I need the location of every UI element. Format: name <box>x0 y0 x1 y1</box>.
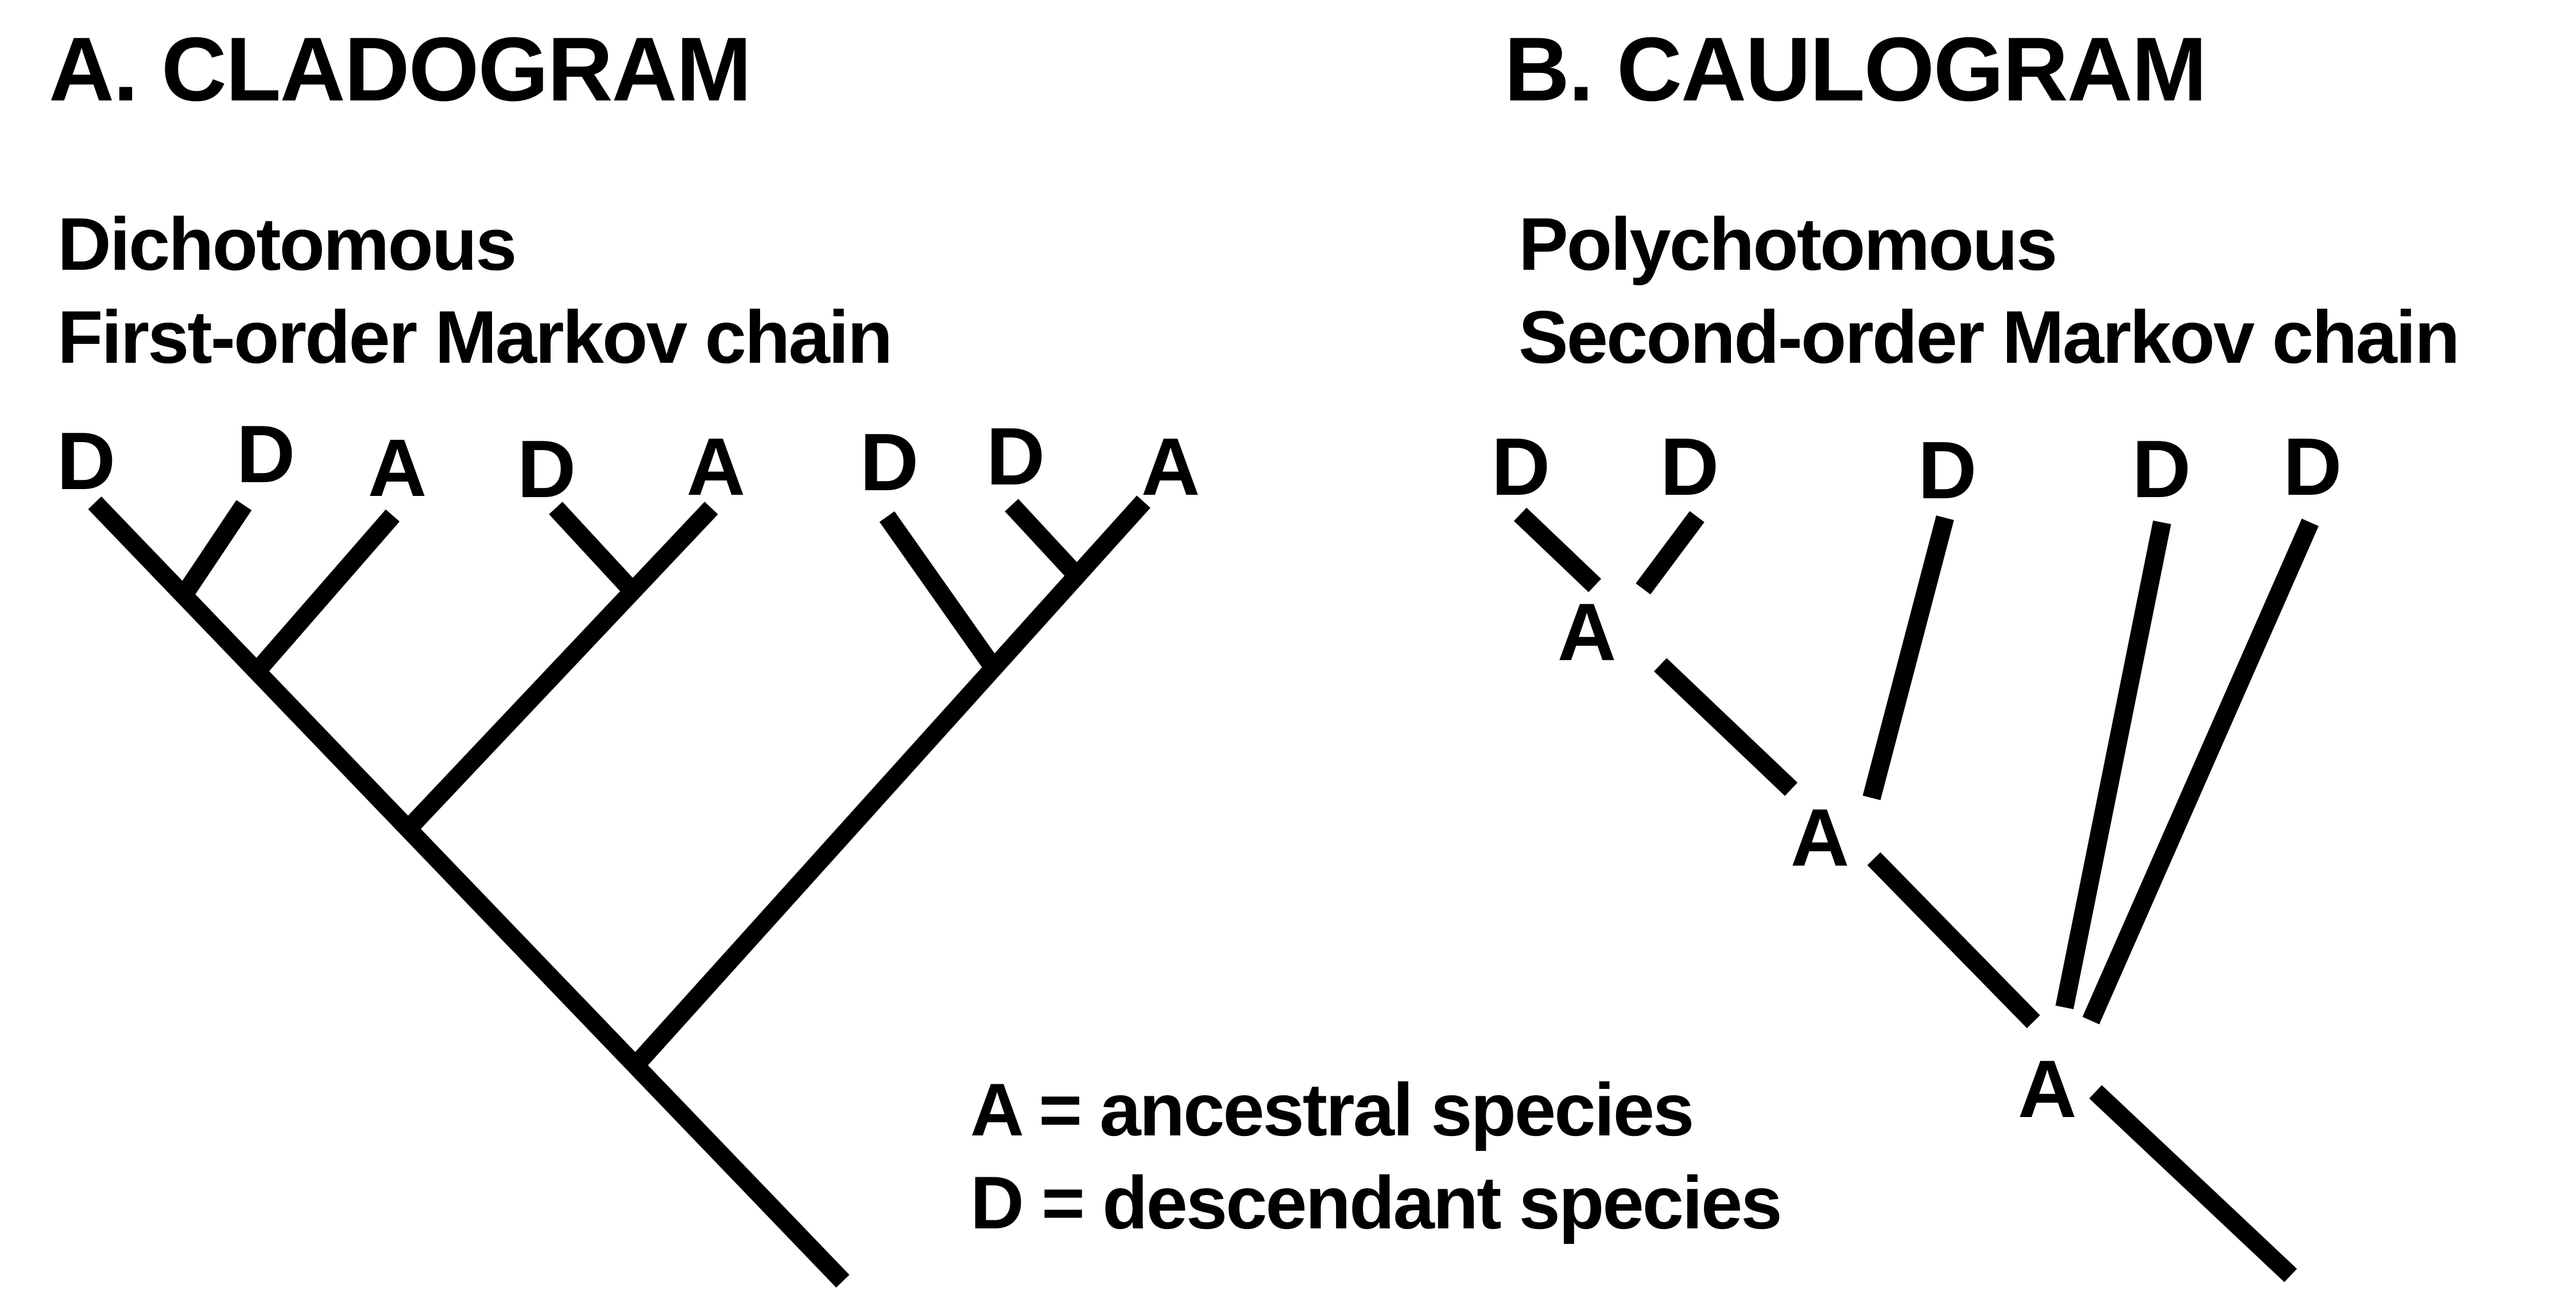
caulogram-subtitle-line1: Polychotomous <box>1519 202 2056 286</box>
cladogram-branch-leaf6 <box>879 511 1002 674</box>
leaf-label: D <box>2132 424 2191 515</box>
legend-line-ancestral: A = ancestral species <box>970 1068 1692 1151</box>
legend-line-descendant: D = descendant species <box>970 1161 1781 1244</box>
caulogram-title: B. CAULOGRAM <box>1504 19 2206 120</box>
caulogram-stem-a2-a3 <box>1867 852 2040 1029</box>
internal-node-label: A <box>1558 587 1617 678</box>
leaf-label: A <box>1141 421 1200 513</box>
legend: A = ancestral species D = descendant spe… <box>970 1068 1783 1244</box>
cladogram-clade1-stem <box>401 502 718 835</box>
cladogram-branch-leaf7 <box>1005 499 1084 582</box>
caulogram-branch-leaf3 <box>1862 515 1954 801</box>
caulogram-branch-leaf2 <box>1636 511 1705 595</box>
cladogram-branch-leaf3 <box>249 509 400 678</box>
caulogram-branch-leaf5 <box>2082 518 2319 1025</box>
caulogram-panel: B. CAULOGRAM Polychotomous Second-order … <box>1492 19 2460 1282</box>
leaf-label: D <box>517 424 576 515</box>
cladogram-branch-leaf2 <box>176 500 252 600</box>
cladogram-branch-leaf4 <box>549 502 640 598</box>
internal-node-label: A <box>1791 792 1850 883</box>
leaf-label: D <box>1660 421 1719 513</box>
caulogram-root-tail <box>2089 1085 2297 1282</box>
cladogram-subtitle-line1: Dichotomous <box>57 202 516 286</box>
leaf-label: D <box>1918 425 1977 516</box>
cladogram-title: A. CLADOGRAM <box>49 19 750 120</box>
cladogram-clade2-stem <box>629 495 1151 1072</box>
leaf-label: A <box>687 421 746 513</box>
leaf-label: D <box>860 417 919 508</box>
cladogram-subtitle-line2: First-order Markov chain <box>57 295 891 379</box>
caulogram-branch-leaf1 <box>1513 507 1602 592</box>
leaf-label: A <box>368 422 427 514</box>
leaf-label: D <box>237 409 296 500</box>
caulogram-subtitle-line2: Second-order Markov chain <box>1519 295 2458 379</box>
internal-node-label: A <box>2018 1044 2077 1135</box>
leaf-label: D <box>57 416 116 507</box>
caulogram-stem-a1-a2 <box>1653 658 1798 796</box>
leaf-label: D <box>986 411 1045 502</box>
cladogram-main-stem <box>88 496 850 1288</box>
leaf-label: D <box>2283 421 2342 513</box>
leaf-label: D <box>1492 421 1551 513</box>
caulogram-branch-leaf4 <box>2055 520 2171 1010</box>
cladogram-panel: A. CLADOGRAM Dichotomous First-order Mar… <box>49 19 1200 1288</box>
